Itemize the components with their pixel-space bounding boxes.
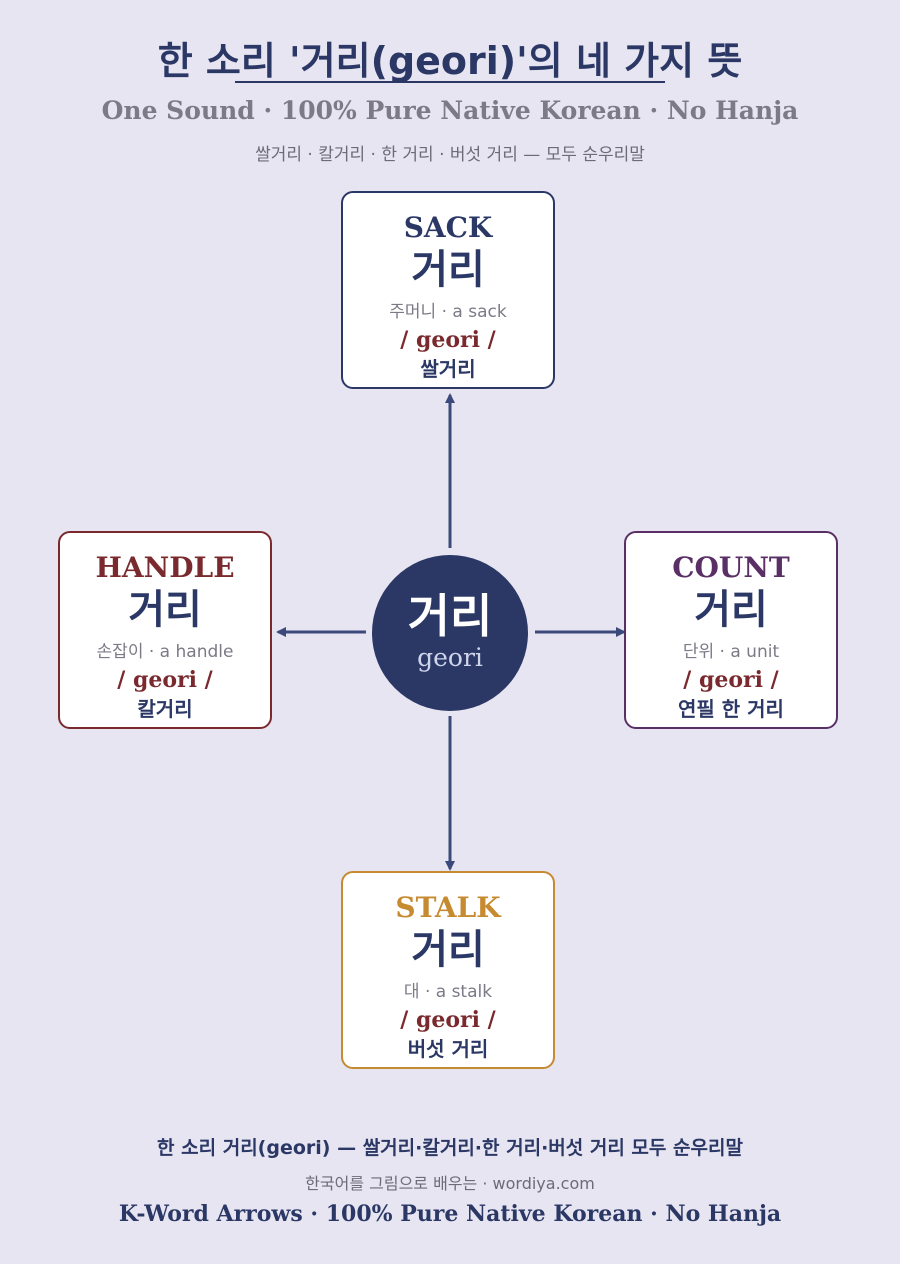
footer-summary: 한 소리 거리(geori) — 쌀거리·칼거리·한 거리·버섯 거리 모두 순… — [157, 1137, 743, 1159]
page-title: 한 소리 '거리(geori)'의 네 가지 뜻 — [157, 39, 743, 83]
footer-site-credit: 한국어를 그림으로 배우는 · wordiya.com — [305, 1174, 595, 1193]
card-korean-word: 거리 — [694, 587, 768, 633]
meaning-card-handle: HANDLE 거리 손잡이 · a handle / geori / 칼거리 — [58, 531, 272, 729]
card-example: 쌀거리 — [420, 357, 476, 381]
page-subtitle: One Sound · 100% Pure Native Korean · No… — [101, 96, 799, 125]
card-english-label: STALK — [395, 891, 501, 924]
meaning-card-sack: SACK 거리 주머니 · a sack / geori / 쌀거리 — [341, 191, 555, 389]
center-romanization: geori — [417, 643, 483, 672]
card-romanization: / geori / — [683, 667, 779, 693]
center-word-circle: 거리 geori — [372, 555, 528, 711]
card-gloss: 손잡이 · a handle — [96, 642, 234, 662]
card-example: 버섯 거리 — [407, 1037, 489, 1061]
card-gloss: 단위 · a unit — [682, 642, 780, 662]
card-gloss: 주머니 · a sack — [389, 302, 507, 322]
card-romanization: / geori / — [117, 667, 213, 693]
card-english-label: HANDLE — [95, 551, 235, 584]
meaning-card-count: COUNT 거리 단위 · a unit / geori / 연필 한 거리 — [624, 531, 838, 729]
card-example: 칼거리 — [137, 697, 193, 721]
card-english-label: COUNT — [672, 551, 790, 584]
card-gloss: 대 · a stalk — [403, 982, 493, 1002]
card-korean-word: 거리 — [411, 247, 485, 293]
card-romanization: / geori / — [400, 327, 496, 353]
title-underline — [235, 81, 665, 83]
card-korean-word: 거리 — [411, 927, 485, 973]
page-subtitle-korean: 쌀거리 · 칼거리 · 한 거리 · 버섯 거리 — 모두 순우리말 — [255, 145, 645, 165]
card-example: 연필 한 거리 — [678, 697, 784, 721]
footer-series-title: K-Word Arrows · 100% Pure Native Korean … — [118, 1201, 782, 1227]
card-english-label: SACK — [403, 211, 493, 244]
card-romanization: / geori / — [400, 1007, 496, 1033]
meaning-card-stalk: STALK 거리 대 · a stalk / geori / 버섯 거리 — [341, 871, 555, 1069]
card-korean-word: 거리 — [128, 587, 202, 633]
center-word: 거리 — [407, 589, 493, 643]
